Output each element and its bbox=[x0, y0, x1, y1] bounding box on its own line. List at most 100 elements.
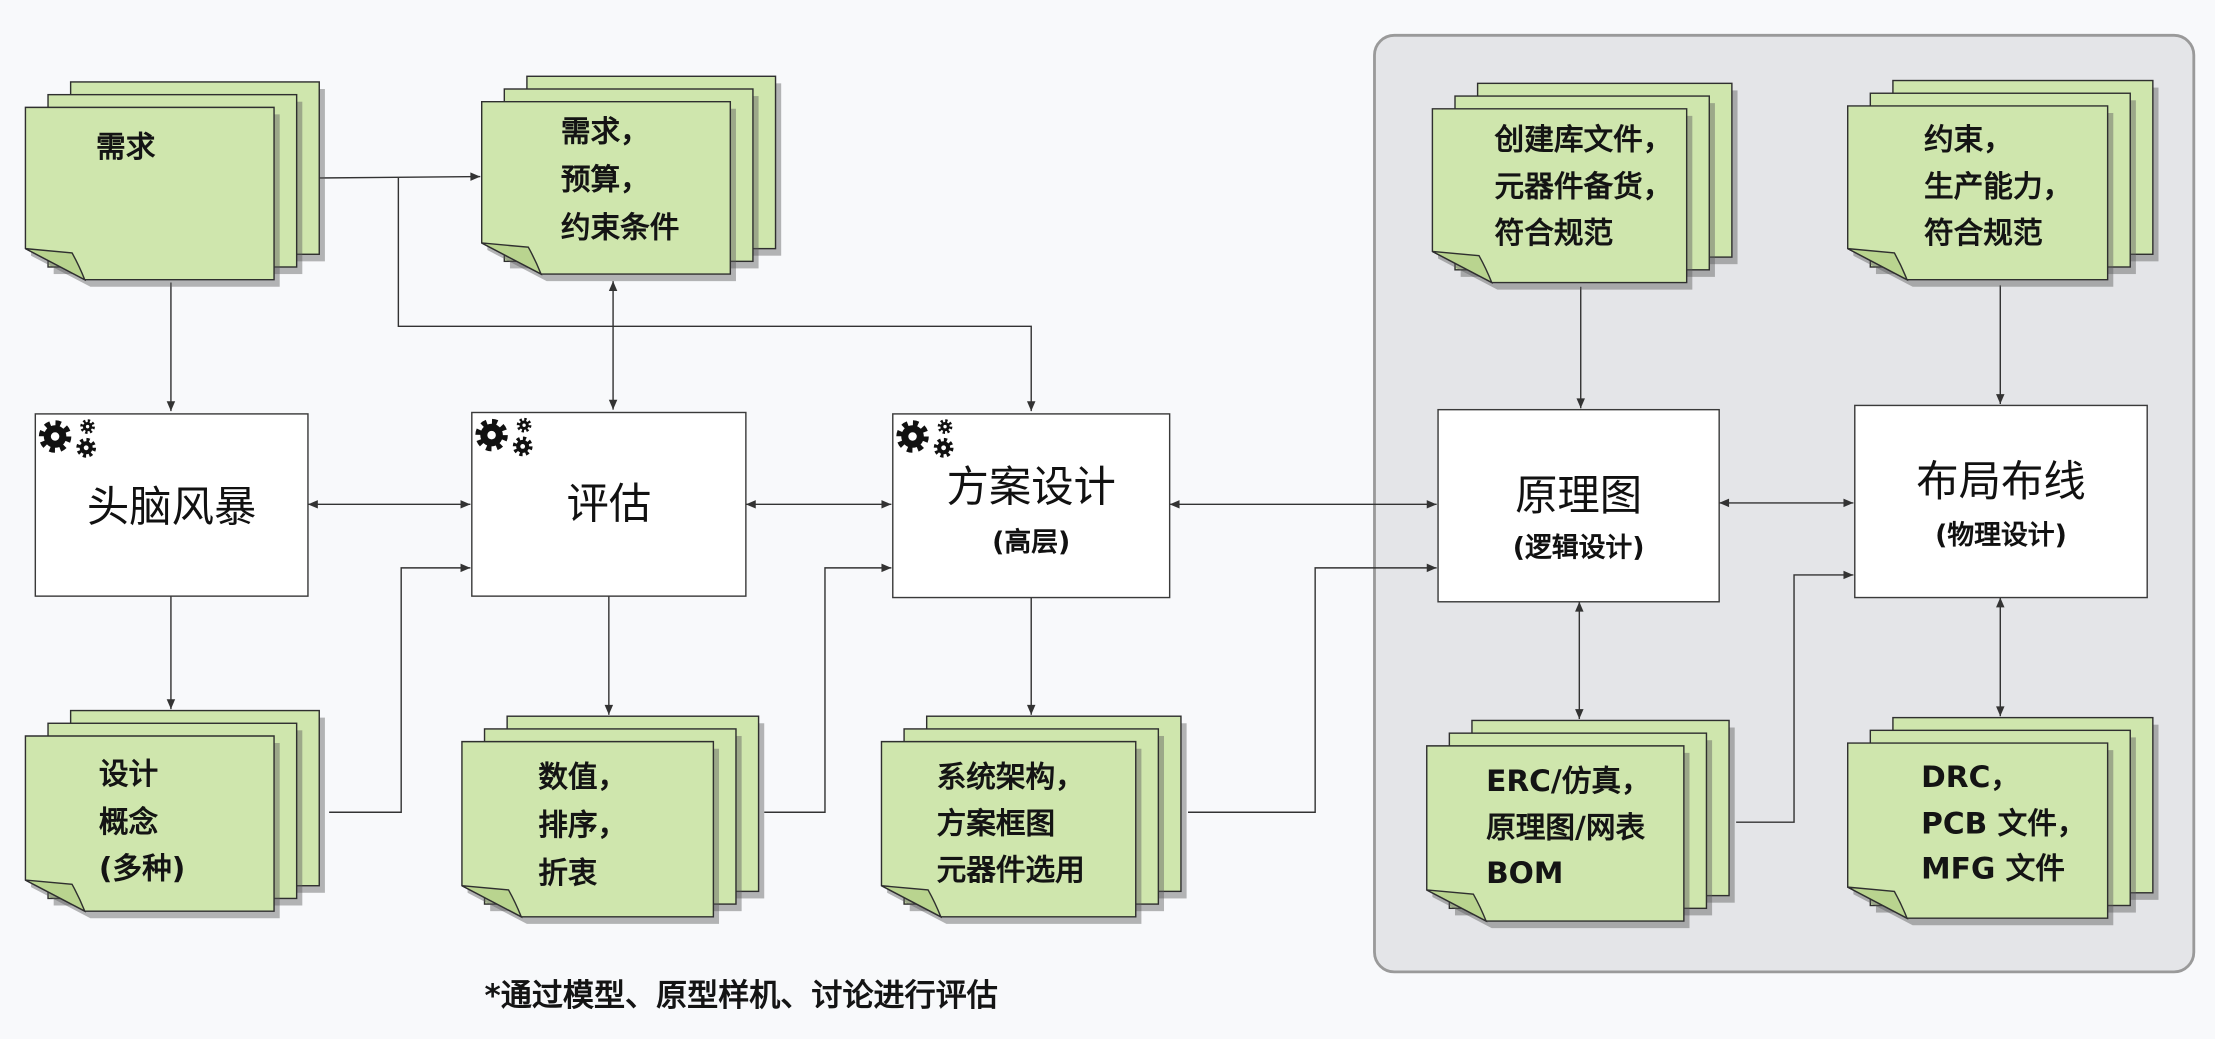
connector-line bbox=[329, 567, 471, 813]
erc-doc-stack bbox=[1426, 719, 1735, 929]
doc-line: 约束， bbox=[1924, 122, 2013, 157]
doc-line: BOM bbox=[1486, 855, 1563, 890]
folded-corner bbox=[1432, 250, 1494, 285]
arrowhead bbox=[166, 699, 176, 710]
folded-corner bbox=[461, 885, 523, 919]
arrowhead bbox=[460, 500, 471, 509]
connector-line bbox=[397, 177, 1032, 412]
erc-doc-text: ERC/仿真， 原理图/网表 BOM bbox=[1486, 763, 1651, 890]
connector-line bbox=[1736, 574, 1854, 823]
values-doc-text: 数值， 排序， 折衷 bbox=[538, 759, 627, 890]
requirements-doc-stack bbox=[480, 75, 782, 282]
doc-line: DRC， bbox=[1921, 759, 2020, 794]
doc-line: 方案框图 bbox=[937, 805, 1056, 840]
arrowhead bbox=[1575, 709, 1584, 720]
document-page bbox=[24, 106, 275, 281]
arrow-architecture-to-schematic bbox=[1188, 563, 1437, 813]
arrowhead bbox=[166, 401, 176, 412]
doc-line: 数值， bbox=[538, 759, 627, 794]
arrow-needs-to-requirements bbox=[316, 172, 481, 181]
footnote: *通过模型、原型样机、讨论进行评估 bbox=[485, 978, 998, 1014]
arrowhead bbox=[608, 281, 618, 292]
doc-line: PCB 文件， bbox=[1921, 805, 2086, 840]
doc-line: 系统架构， bbox=[937, 759, 1085, 794]
document-page bbox=[1847, 742, 2109, 919]
evaluate-node: 评估 bbox=[471, 411, 747, 597]
connector-line bbox=[1188, 567, 1437, 813]
connector-line bbox=[316, 175, 481, 179]
schematic-node: 原理图 (逻辑设计) bbox=[1437, 408, 1720, 603]
doc-line: 需求 bbox=[96, 129, 156, 164]
document-page bbox=[480, 101, 732, 275]
document-page bbox=[461, 740, 715, 918]
doc-line: 原理图/网表 bbox=[1486, 810, 1645, 845]
folded-corner bbox=[25, 247, 87, 282]
drc-doc-text: DRC， PCB 文件， MFG 文件 bbox=[1921, 759, 2086, 886]
doc-line: 设计 bbox=[99, 756, 158, 791]
doc-line: ERC/仿真， bbox=[1486, 763, 1651, 798]
document-page bbox=[1847, 105, 2109, 281]
arrow-solution-design-schematic bbox=[1169, 500, 1437, 509]
arrow-evaluate-to-values bbox=[604, 596, 614, 715]
drc-doc-stack bbox=[1847, 716, 2159, 926]
layout-subtitle: (物理设计) bbox=[1935, 520, 2067, 551]
solution-design-subtitle: (高层) bbox=[992, 526, 1070, 558]
folded-corner bbox=[25, 879, 87, 913]
arrowhead bbox=[1996, 597, 2005, 608]
arrow-needs-to-solution-design bbox=[397, 177, 1036, 412]
arrow-library-to-schematic bbox=[1576, 286, 1585, 409]
arrowhead bbox=[470, 172, 481, 181]
arrowhead bbox=[881, 563, 892, 573]
doc-line: 符合规范 bbox=[1495, 215, 1614, 250]
evaluate-title: 评估 bbox=[566, 479, 651, 528]
arrowhead bbox=[1996, 706, 2005, 717]
doc-line: 元器件备货， bbox=[1495, 168, 1673, 203]
arrow-erc-to-layout bbox=[1736, 570, 1854, 823]
brainstorm-title: 头脑风暴 bbox=[87, 482, 256, 531]
layout-box bbox=[1854, 404, 2148, 599]
solution-design-title: 方案设计 bbox=[946, 462, 1115, 511]
doc-line: 预算， bbox=[561, 161, 650, 196]
requirements-doc-text: 需求， 预算， 约束条件 bbox=[561, 113, 680, 244]
arrowhead bbox=[1426, 563, 1437, 573]
arrowhead bbox=[1719, 498, 1730, 508]
library-doc-stack bbox=[1431, 82, 1738, 290]
architecture-doc-stack bbox=[880, 715, 1187, 924]
arrowhead bbox=[1169, 500, 1180, 509]
folded-corner bbox=[1847, 247, 1909, 282]
arrow-constraints-to-layout bbox=[1996, 285, 2005, 405]
constraints-doc-text: 约束， 生产能力， 符合规范 bbox=[1924, 122, 2072, 250]
doc-line: MFG 文件 bbox=[1921, 851, 2065, 886]
arrow-requirements-evaluate bbox=[608, 281, 618, 410]
doc-line: 约束条件 bbox=[561, 209, 680, 244]
document-page bbox=[1426, 745, 1685, 922]
arrow-needs-to-brainstorm bbox=[166, 282, 176, 412]
concepts-doc-stack bbox=[24, 709, 325, 919]
arrow-layout-drc bbox=[1996, 597, 2005, 717]
library-doc-text: 创建库文件， 元器件备货， 符合规范 bbox=[1494, 122, 1673, 250]
doc-line: (多种) bbox=[99, 851, 185, 886]
arrowhead bbox=[1996, 394, 2005, 405]
solution-design-node: 方案设计 (高层) bbox=[892, 413, 1171, 599]
doc-line: 元器件选用 bbox=[937, 852, 1085, 887]
schematic-subtitle: (逻辑设计) bbox=[1513, 533, 1645, 564]
arrow-brainstorm-to-concepts bbox=[166, 596, 176, 710]
doc-line: 生产能力， bbox=[1924, 168, 2072, 203]
layout-title: 布局布线 bbox=[1916, 457, 2085, 506]
brainstorm-node: 头脑风暴 bbox=[34, 413, 309, 597]
arrowhead bbox=[1026, 401, 1036, 412]
doc-line: 创建库文件， bbox=[1494, 122, 1673, 157]
arrowhead bbox=[307, 500, 318, 509]
architecture-doc-text: 系统架构， 方案框图 元器件选用 bbox=[937, 759, 1085, 887]
needs-doc-stack bbox=[24, 81, 325, 287]
arrowhead bbox=[1576, 398, 1585, 409]
doc-line: 排序， bbox=[538, 807, 627, 842]
needs-doc-text: 需求 bbox=[96, 129, 156, 164]
doc-line: 需求， bbox=[561, 113, 650, 148]
document-stacks bbox=[24, 75, 2159, 929]
folded-corner bbox=[1847, 886, 1909, 920]
document-page bbox=[1431, 108, 1688, 284]
arrowhead bbox=[745, 500, 756, 509]
layout-node: 布局布线 (物理设计) bbox=[1854, 404, 2148, 599]
